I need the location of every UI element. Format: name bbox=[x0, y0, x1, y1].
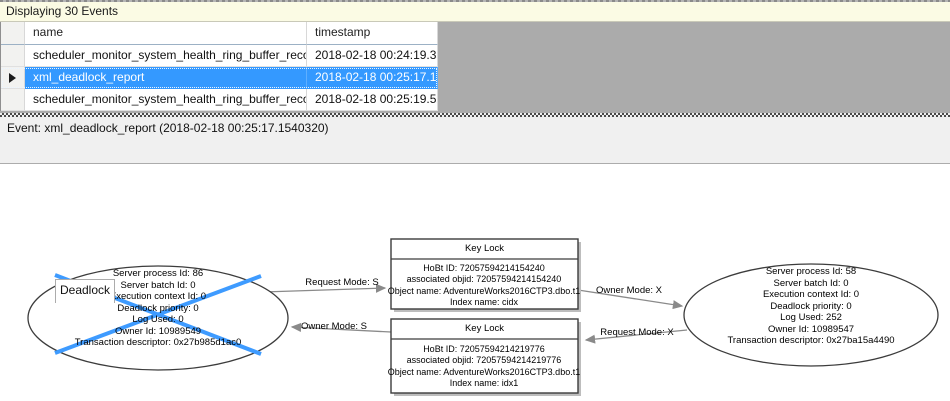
victim-line: Log Used: 0 bbox=[132, 314, 184, 325]
events-grid: name timestamp scheduler_monitor_system_… bbox=[0, 22, 438, 111]
lock2-text: HoBt ID: 72057594214219776 associated ob… bbox=[384, 344, 584, 389]
event-timestamp-cell[interactable]: 2018-02-18 00:24:19.3516078 bbox=[307, 45, 438, 67]
edge-label-request-s: Request Mode: S bbox=[305, 277, 379, 288]
edge-request-s-line bbox=[262, 283, 387, 293]
winner-process-text: Server process Id: 58 Server batch Id: 0… bbox=[691, 266, 931, 347]
row-header-cell[interactable] bbox=[1, 45, 25, 67]
grid-corner-cell bbox=[1, 22, 25, 45]
window-top-edge bbox=[0, 0, 950, 2]
grid-header-row: name timestamp bbox=[1, 22, 438, 45]
lock1-title: Key Lock bbox=[464, 243, 505, 254]
event-name-cell[interactable]: xml_deadlock_report bbox=[25, 67, 307, 89]
lock1-line: Object name: AdventureWorks2016CTP3.dbo.… bbox=[387, 285, 581, 296]
event-timestamp-cell[interactable]: 2018-02-18 00:25:17.1540320 bbox=[307, 67, 438, 89]
lock2-line: Object name: AdventureWorks2016CTP3.dbo.… bbox=[387, 366, 581, 377]
lock2-line: Index name: idx1 bbox=[449, 377, 519, 388]
row-header-cell[interactable] bbox=[1, 67, 25, 89]
victim-cross-icon bbox=[54, 274, 262, 355]
event-name-cell[interactable]: scheduler_monitor_system_health_ring_buf… bbox=[25, 89, 307, 111]
victim-line: Owner Id: 10989549 bbox=[114, 325, 202, 337]
edge-label-owner-x: Owner Mode: X bbox=[596, 285, 662, 296]
selected-event-summary: Event: xml_deadlock_report (2018-02-18 0… bbox=[0, 117, 950, 139]
edge-label-owner-s: Owner Mode: S bbox=[301, 321, 367, 332]
event-name-cell[interactable]: scheduler_monitor_system_health_ring_buf… bbox=[25, 45, 307, 67]
table-row-selected[interactable]: xml_deadlock_report 2018-02-18 00:25:17.… bbox=[1, 67, 438, 89]
edge-owner-x-line bbox=[577, 289, 684, 310]
winner-line: Execution context Id: 0 bbox=[762, 289, 860, 300]
event-timestamp-cell[interactable]: 2018-02-18 00:25:19.5276859 bbox=[307, 89, 438, 111]
row-header-cell[interactable] bbox=[1, 89, 25, 111]
winner-line: Owner Id: 10989547 bbox=[767, 323, 855, 335]
selected-event-summary-label: Event: xml_deadlock_report (2018-02-18 0… bbox=[7, 121, 329, 135]
deadlock-graph-panel: Server process Id: 86 Server batch Id: 0… bbox=[0, 163, 950, 400]
tab-deadlock[interactable]: Deadlock bbox=[55, 279, 115, 303]
column-header-name[interactable]: name bbox=[25, 22, 307, 45]
victim-line: Transaction descriptor: 0x27b985d1ac0 bbox=[74, 337, 242, 348]
lock1-line: HoBt ID: 72057594214154240 bbox=[423, 263, 545, 273]
selected-row-indicator-icon bbox=[9, 72, 16, 83]
events-count-bar: Displaying 30 Events bbox=[0, 2, 950, 22]
winner-line: Deadlock priority: 0 bbox=[770, 300, 852, 312]
horizontal-splitter[interactable] bbox=[0, 113, 950, 117]
victim-line: Server process Id: 86 bbox=[112, 268, 204, 279]
winner-line: Log Used: 252 bbox=[780, 312, 842, 323]
lock1-line: associated objid: 72057594214154240 bbox=[406, 274, 562, 285]
victim-process-text: Server process Id: 86 Server batch Id: 0… bbox=[33, 268, 283, 349]
winner-line: Server process Id: 58 bbox=[765, 266, 857, 277]
detail-tabstrip: Details Deadlock bbox=[0, 139, 950, 303]
lock2-line: HoBt ID: 72057594214219776 bbox=[423, 344, 545, 354]
winner-line: Transaction descriptor: 0x27ba15a4490 bbox=[727, 335, 895, 346]
table-row[interactable]: scheduler_monitor_system_health_ring_buf… bbox=[1, 45, 438, 67]
victim-line: Deadlock priority: 0 bbox=[117, 302, 199, 314]
edge-owner-s-line bbox=[290, 322, 392, 333]
events-count-label: Displaying 30 Events bbox=[6, 4, 119, 18]
lock2-line: associated objid: 72057594214219776 bbox=[406, 355, 562, 366]
winner-line: Server batch Id: 0 bbox=[773, 277, 849, 289]
process-node-winner[interactable] bbox=[683, 263, 939, 367]
table-row[interactable]: scheduler_monitor_system_health_ring_buf… bbox=[1, 89, 438, 111]
lock2-title: Key Lock bbox=[464, 323, 505, 334]
victim-line: Execution context Id: 0 bbox=[109, 291, 207, 302]
lock1-line: Index name: cidx bbox=[449, 296, 519, 307]
lock-node-key-lock-1[interactable] bbox=[390, 238, 579, 310]
victim-line: Server batch Id: 0 bbox=[120, 279, 196, 291]
edge-request-x-line bbox=[584, 329, 688, 344]
lock1-text: HoBt ID: 72057594214154240 associated ob… bbox=[384, 263, 584, 308]
edge-label-request-x: Request Mode: X bbox=[600, 327, 674, 338]
column-header-timestamp[interactable]: timestamp bbox=[307, 22, 438, 45]
lock-node-key-lock-2[interactable] bbox=[390, 318, 579, 394]
